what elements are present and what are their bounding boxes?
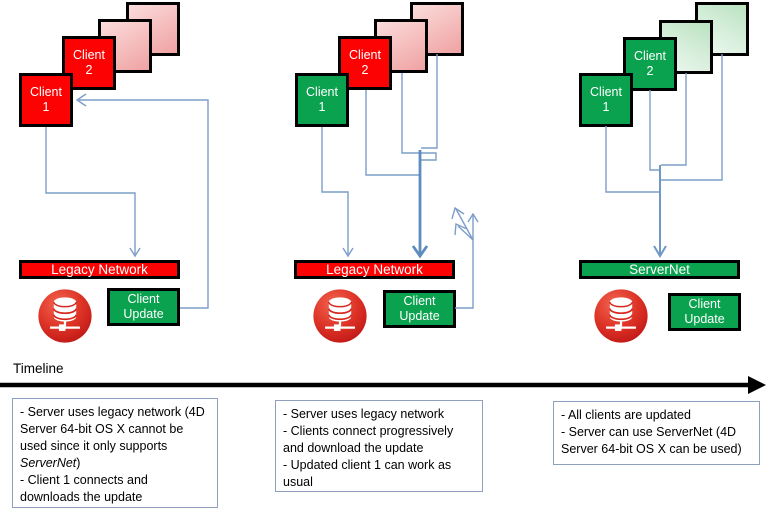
client-update-label: Client [403,294,436,308]
client-update-box: Client Update [668,293,741,331]
client-label: Client [306,85,338,99]
client-1-box: Client 1 [579,73,633,127]
arrowhead-up-icon [467,212,479,223]
client-update-label: Client [688,297,721,311]
note-bullet: - Clients connect progressively and down… [283,424,454,455]
database-server-icon [312,288,368,344]
client-label: Client [349,48,381,62]
client-update-box: Client Update [383,290,456,328]
panel2-thick-arrow [411,150,429,259]
client-update-label: Update [684,312,725,326]
arrowhead-down-icon [129,247,141,258]
connector-line [45,127,136,255]
connector-line [455,240,474,309]
client-number: 2 [361,63,369,77]
note-text: ) [76,456,81,470]
arrowhead-down-icon [342,247,354,258]
network-bar-legacy: Legacy Network [19,260,180,279]
note-bullet: - Server uses legacy network (4D Server … [20,404,210,472]
client-1-box: Client 1 [19,73,73,127]
client-1-box: Client 1 [295,73,349,127]
database-server-icon [593,288,649,344]
client-number: 2 [646,64,654,78]
arrowhead-down-icon [653,245,667,258]
note-text: - Server uses legacy network (4D Server … [20,405,205,453]
connector-line [455,208,474,241]
network-bar-label: Legacy Network [51,262,148,277]
client-number: 1 [42,100,50,114]
network-bar-servernet: ServerNet [579,260,740,279]
note-bullet: - All clients are updated [561,408,691,422]
client-update-label: Update [123,307,164,321]
connector-line [605,126,659,193]
note-phase-2: - Server uses legacy network - Clients c… [275,400,483,492]
client-number: 1 [318,100,326,114]
connector-line [321,127,349,255]
client-label: Client [634,49,666,63]
arrowhead-up-icon [451,206,465,220]
arrowhead-left-icon [75,93,87,107]
client-number: 1 [602,100,610,114]
client-number: 2 [85,63,93,77]
connector-line [401,73,437,161]
note-bullet: - Updated client 1 can work as usual [283,458,452,489]
note-phase-3: - All clients are updated - Server can u… [553,401,760,465]
network-bar-label: Legacy Network [326,262,423,277]
note-bullet: - Server can use ServerNet (4D Server 64… [561,425,742,456]
connector-line [649,90,659,171]
client-update-label: Client [127,292,160,306]
client-2-box: Client 2 [62,36,116,90]
network-bar-legacy: Legacy Network [294,260,455,279]
note-text-italic: ServerNet [20,456,77,470]
timeline-label: Timeline [13,361,64,376]
client-update-box: Client Update [107,288,180,326]
network-bar-label: ServerNet [629,262,690,277]
note-bullet: - Server uses legacy network [283,407,445,421]
note-bullet: - Client 1 connects and downloads the up… [20,473,148,504]
note-phase-1: - Server uses legacy network (4D Server … [12,398,218,508]
timeline-arrow [0,376,766,394]
client-label: Client [30,85,62,99]
client-label: Client [73,48,105,62]
timeline-arrowhead-icon [748,376,766,394]
connector-line [365,90,419,176]
client-update-label: Update [399,309,440,323]
arrowhead-down-icon [411,245,429,259]
connector-line [457,225,474,241]
arrowhead-up-icon [454,222,468,236]
panel3-main-arrow [653,165,667,258]
client-label: Client [590,85,622,99]
database-server-icon [37,288,93,344]
